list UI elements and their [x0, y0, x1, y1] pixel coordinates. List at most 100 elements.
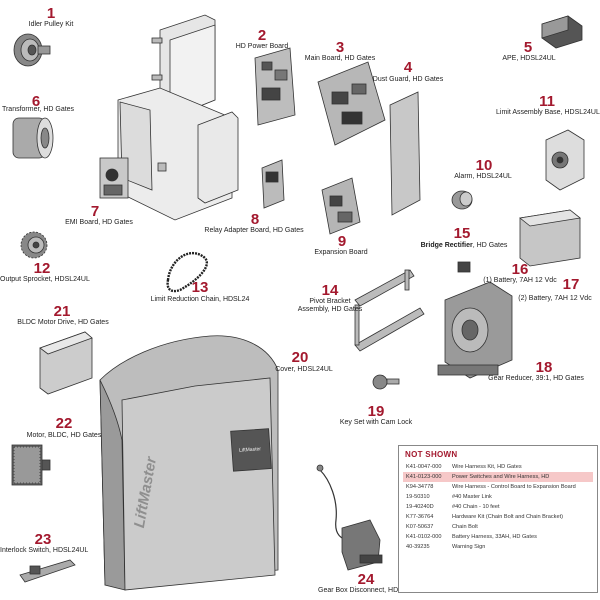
part-label-8: Relay Adapter Board, HD Gates	[204, 227, 304, 234]
interlock-switch-icon	[19, 559, 76, 583]
part-label-15-bold: Bridge Rectifier	[420, 242, 473, 249]
part-label-10: Alarm, HDSL24UL	[454, 173, 512, 180]
emi-board-icon	[99, 157, 129, 199]
part-number-11: 11	[539, 93, 555, 110]
part-number-18: 18	[535, 359, 553, 376]
cover-icon	[99, 335, 279, 591]
not-shown-description: Warning Sign	[452, 544, 486, 550]
part-number-20: 20	[291, 349, 309, 366]
ape-icon	[541, 15, 583, 49]
part-label-20: Cover, HDSL24UL	[275, 366, 333, 373]
motor-icon	[11, 444, 51, 486]
part-number-10: 10	[475, 157, 493, 174]
part-number-3: 3	[335, 39, 345, 56]
not-shown-row: K94-34778 Wire Harness - Control Board to…	[403, 482, 593, 492]
part-label-5: APE, HDSL24UL	[502, 55, 556, 62]
idler-pulley-icon	[13, 33, 51, 67]
part-label-2: HD Power Board	[235, 43, 289, 50]
part-label-21: BLDC Motor Drive, HD Gates	[17, 319, 109, 326]
part-label-3: Main Board, HD Gates	[304, 55, 376, 62]
not-shown-table: NOT SHOWN K41-0047-000 Wire Harness Kit, …	[398, 445, 598, 593]
part-number-21: 21	[53, 303, 71, 320]
part-label-7: EMI Board, HD Gates	[65, 219, 133, 226]
not-shown-description: Wire Harness Kit, HD Gates	[452, 464, 522, 470]
part-label-9: Expansion Board	[314, 249, 368, 256]
part-number-12: 12	[33, 260, 51, 277]
gear-reducer-icon	[437, 281, 513, 379]
bridge-rectifier-icon	[457, 261, 471, 273]
not-shown-row: K41-0123-000 Power Switches and Wire Harn…	[403, 472, 593, 482]
not-shown-description: Hardware Kit (Chain Bolt and Chain Brack…	[452, 514, 563, 520]
part-label-4: Dust Guard, HD Gates	[372, 76, 444, 83]
relay-adapter-board-icon	[261, 159, 285, 209]
part-number-2: 2	[257, 27, 267, 44]
pivot-bracket-icon	[354, 269, 425, 352]
part-number-6: 6	[31, 93, 41, 110]
part-number-15: 15	[453, 225, 471, 242]
part-label-14a: Pivot Bracket	[309, 298, 351, 305]
part-label-18: Gear Reducer, 39:1, HD Gates	[488, 375, 584, 382]
output-sprocket-icon	[20, 231, 48, 259]
motor-drive-icon	[39, 331, 93, 395]
battery-icon	[519, 209, 581, 267]
part-number-23: 23	[34, 531, 52, 548]
part-number-14: 14	[321, 282, 339, 299]
not-shown-part-number: K94-34778	[406, 484, 434, 490]
part-number-16: 16	[511, 261, 529, 278]
not-shown-part-number: K41-0123-000	[406, 474, 442, 480]
part-label-19: Key Set with Cam Lock	[339, 419, 413, 426]
part-label-6: Transformer, HD Gates	[1, 106, 75, 113]
part-label-15: Bridge Rectifier, HD Gates	[414, 242, 514, 250]
part-number-17: 17	[562, 276, 580, 293]
main-board-icon	[317, 61, 386, 146]
key-set-icon	[372, 374, 400, 390]
not-shown-description: Battery Harness, 33AH, HD Gates	[452, 534, 537, 540]
not-shown-part-number: K07-50637	[406, 524, 434, 530]
not-shown-part-number: K41-0047-000	[406, 464, 442, 470]
transformer-icon	[12, 117, 54, 159]
not-shown-description: Wire Harness - Control Board to Expansio…	[452, 484, 576, 490]
part-number-19: 19	[367, 403, 385, 420]
power-board-icon	[254, 47, 296, 126]
part-number-5: 5	[523, 39, 533, 56]
part-number-4: 4	[403, 59, 413, 76]
part-number-22: 22	[55, 415, 73, 432]
expansion-board-icon	[321, 177, 361, 235]
part-number-8: 8	[250, 211, 260, 228]
not-shown-description: Chain Bolt	[452, 524, 478, 530]
not-shown-part-number: K41-0102-000	[406, 534, 442, 540]
not-shown-row: 19-40240D#40 Chain - 10 feet	[403, 502, 593, 512]
part-label-16: (1) Battery, 7AH 12 Vdc	[483, 277, 557, 284]
part-number-9: 9	[337, 233, 347, 250]
limit-chain-icon	[166, 252, 208, 293]
not-shown-part-number: 40-39235	[406, 544, 430, 550]
part-number-7: 7	[90, 203, 100, 220]
part-label-15-rest: , HD Gates	[472, 242, 508, 249]
dust-guard-icon	[389, 91, 421, 216]
not-shown-description: #40 Master Link	[452, 494, 492, 500]
control-box-frame-icon	[117, 14, 239, 221]
not-shown-row: K41-0047-000 Wire Harness Kit, HD Gates	[403, 462, 593, 472]
not-shown-description: #40 Chain - 10 feet	[452, 504, 500, 510]
gearbox-disconnect-icon	[316, 464, 383, 571]
not-shown-part-number: 19-50310	[406, 494, 430, 500]
part-number-24: 24	[357, 571, 375, 588]
alarm-icon	[451, 190, 473, 210]
part-label-11: Limit Assembly Base, HDSL24UL	[496, 109, 600, 116]
part-number-1: 1	[46, 5, 56, 22]
part-label-24: Gear Box Disconnect, HDSL24UL	[318, 587, 424, 594]
part-label-14b: Assembly, HD Gates	[297, 306, 363, 313]
part-label-22: Motor, BLDC, HD Gates	[26, 432, 102, 439]
not-shown-row: 19-50310 #40 Master Link	[403, 492, 593, 502]
not-shown-row: 40-39235 Warning Sign	[403, 542, 593, 552]
part-label-13: Limit Reduction Chain, HDSL24	[150, 296, 250, 303]
not-shown-row: K07-50637 Chain Bolt	[403, 522, 593, 532]
not-shown-row: K41-0102-000 Battery Harness, 33AH, HD Ga…	[403, 532, 593, 542]
part-label-17: (2) Battery, 7AH 12 Vdc	[518, 295, 592, 302]
not-shown-title: NOT SHOWN	[405, 450, 458, 459]
part-label-23: Interlock Switch, HDSL24UL	[0, 547, 89, 554]
part-label-1: Idler Pulley Kit	[28, 21, 74, 28]
not-shown-description: Power Switches and Wire Harness, HD	[452, 474, 550, 480]
